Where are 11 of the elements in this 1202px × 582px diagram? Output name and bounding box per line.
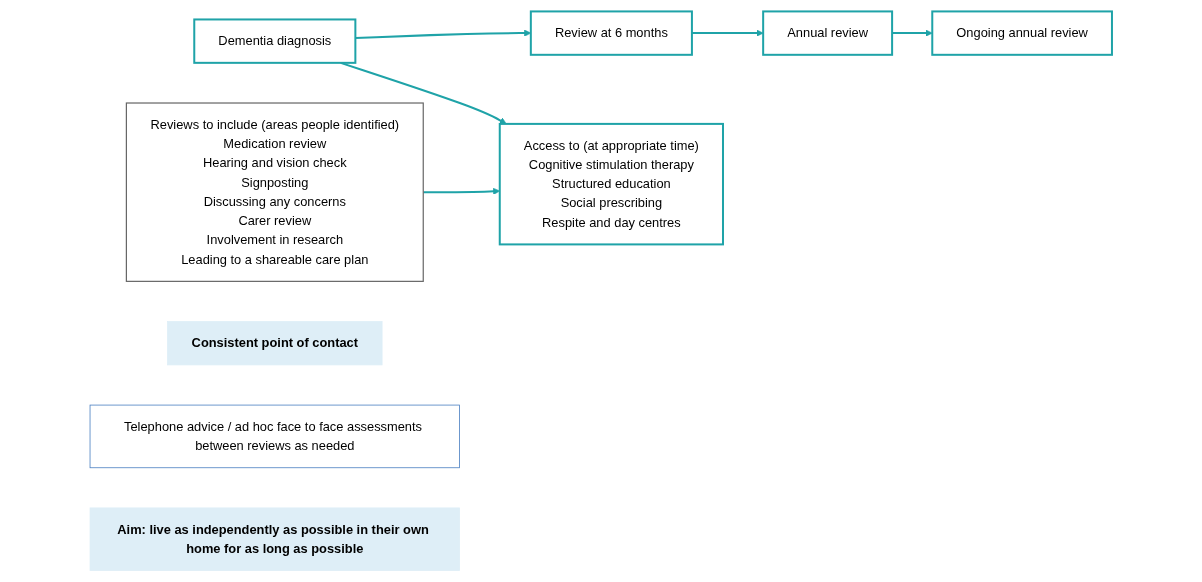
node-box: Consistent point of contact (167, 321, 383, 366)
arrow (892, 29, 933, 37)
node-box: Ongoing annual review (931, 10, 1113, 56)
node-box: Annual review (762, 10, 894, 56)
arrow (691, 29, 764, 37)
node-box: Telephone advice / ad hoc face to face assessments between reviews as needed (89, 404, 460, 469)
node-box: Access to (at appropriate time) Cognitive stimulation therapy Structured education Social prescribing Respite and day centres (498, 122, 724, 246)
node-box: Aim: live as independently as possible in their own home for as long as possible (89, 507, 460, 571)
node-box: Dementia diagnosis (193, 18, 357, 64)
node-box: Review at 6 months (529, 10, 693, 56)
node-box: Reviews to include (areas people identified) Medication review Hearing and vision check Signposting Discussing any concerns Carer review Involvement in research Leading to a shareable care plan (125, 102, 424, 282)
